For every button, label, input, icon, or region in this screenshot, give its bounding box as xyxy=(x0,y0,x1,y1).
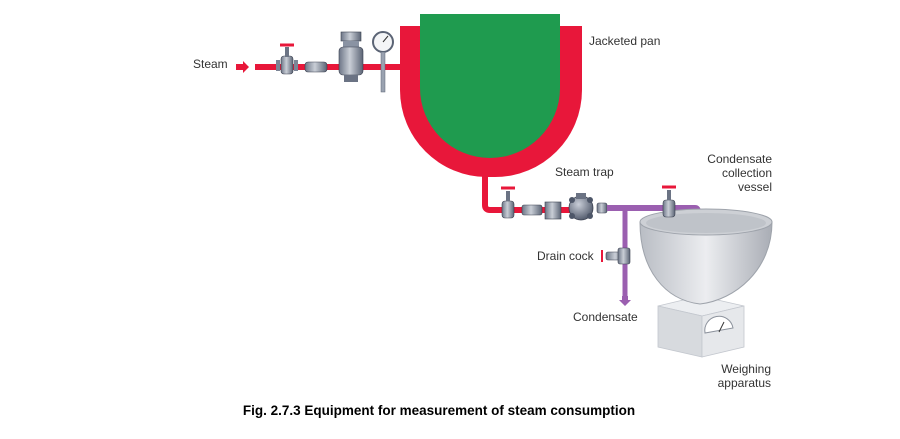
condensate-drain-arrow-icon xyxy=(619,296,631,306)
jacketed-pan xyxy=(400,14,582,177)
scale-dial xyxy=(704,315,734,334)
steam-isolation-valve xyxy=(276,43,298,75)
label-steam: Steam xyxy=(193,57,228,71)
label-condensate-vessel-line1: Condensate xyxy=(707,152,772,166)
vessel-inlet-valve xyxy=(662,185,676,218)
label-drain-cock: Drain cock xyxy=(537,249,595,263)
pressure-reducing-valve xyxy=(338,31,364,82)
label-weighing-line1: Weighing xyxy=(721,362,771,376)
steam-supply-line xyxy=(236,61,401,73)
strainer xyxy=(304,61,328,73)
trap-inlet-valve xyxy=(501,186,515,219)
figure-caption: Fig. 2.7.3 Equipment for measurement of … xyxy=(243,403,635,418)
weighing-apparatus xyxy=(657,295,745,358)
label-weighing-line2: apparatus xyxy=(718,376,771,390)
label-condensate: Condensate xyxy=(573,310,638,324)
label-condensate-vessel-line3: vessel xyxy=(738,180,772,194)
steam-inlet-arrow-icon xyxy=(236,61,249,73)
steam-trap xyxy=(568,193,594,221)
pressure-gauge xyxy=(372,31,394,93)
drain-cock xyxy=(601,247,631,265)
label-jacketed-pan: Jacketed pan xyxy=(589,34,660,48)
pan-product xyxy=(420,14,560,158)
trap-outlet-fitting xyxy=(596,202,608,214)
trap-strainer xyxy=(521,201,562,220)
condensate-outlet-line xyxy=(482,172,590,213)
label-steam-trap: Steam trap xyxy=(555,165,614,179)
condensate-collection-vessel xyxy=(639,208,773,305)
label-condensate-vessel-line2: collection xyxy=(722,166,772,180)
